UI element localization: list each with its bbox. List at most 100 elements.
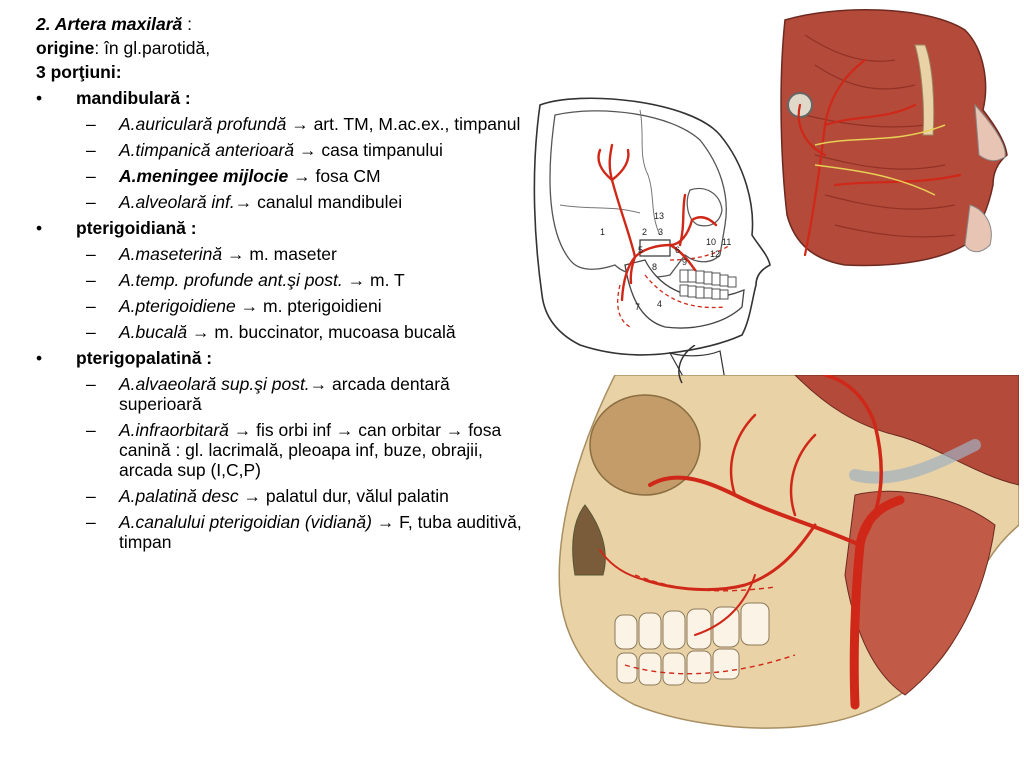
nasal-cavity	[572, 504, 606, 576]
fig-label-5: 5	[638, 245, 643, 255]
artery-network	[599, 375, 905, 710]
artery-target: fosa canină	[119, 420, 502, 460]
arrow-icon: →	[347, 270, 366, 290]
artery-target: m. T	[365, 270, 405, 290]
fig-label-10: 10	[706, 237, 716, 247]
heading-line: 2. Artera maxilară :	[36, 14, 526, 34]
artery-target: : gl. lacrimală, pleoapa inf, buze, obra…	[119, 440, 483, 480]
arrow-icon: →	[445, 420, 464, 440]
cartilage-strip	[914, 44, 935, 136]
chin-skin	[964, 204, 992, 253]
face-dissection-illustration	[780, 9, 1008, 267]
fig-label-13: 13	[654, 211, 664, 221]
text-column: 2. Artera maxilară : origine: în gl.paro…	[36, 14, 526, 552]
arrow-icon: →	[233, 420, 252, 440]
artery-target: can orbitar	[353, 420, 446, 440]
arrow-icon: →	[335, 420, 354, 440]
fig-label-12: 12	[710, 249, 720, 259]
section-pterigopalatina: • pterigopalatină :	[36, 348, 526, 368]
origin-line: origine: în gl.parotidă,	[36, 38, 526, 58]
fig-label-6: 6	[675, 245, 680, 255]
upper-teeth	[679, 269, 737, 288]
arrow-icon: →	[226, 244, 245, 264]
arrow-icon: →	[298, 140, 317, 160]
skull-diagram: 1 2 3 4 5 6 7 8 9 10 11 12 13	[533, 97, 771, 380]
arrow-icon: →	[234, 192, 253, 212]
portions-label: 3 porţiuni:	[36, 62, 122, 82]
bullet-dot: •	[36, 348, 43, 368]
fig-label-11: 11	[722, 237, 731, 247]
artery-target: art. TM, M.ac.ex., timpanul	[308, 114, 521, 134]
list-item: –A.meningee mijlocie → fosa CM	[86, 166, 381, 186]
list-item: –A.palatină desc → palatul dur, vălul pa…	[86, 486, 449, 506]
artery-name: A.alveolară inf.	[119, 192, 235, 212]
list-item: –A.auriculară profundă → art. TM, M.ac.e…	[86, 114, 521, 134]
list-item: –A.bucală → m. buccinator, mucoasa bucal…	[86, 322, 456, 342]
suture-line	[639, 109, 661, 236]
artery-tree	[597, 143, 718, 302]
artery-name: A.pterigoidiene	[119, 296, 236, 316]
list-item: –A.alveolară inf.→ canalul mandibulei	[86, 192, 403, 212]
fig-label-3: 3	[658, 227, 663, 237]
section-title: mandibulară :	[76, 88, 191, 108]
origin-label: origine	[36, 38, 95, 58]
masseter-muscle	[844, 490, 996, 696]
fig-label-1: 1	[600, 227, 605, 237]
fig-label-9: 9	[682, 257, 687, 267]
section-title: pterigoidiană :	[76, 218, 197, 238]
artery-target: palatul dur, vălul palatin	[261, 486, 449, 506]
figure-labels: 1 2 3 4 5 6 7 8 9 10 11 12 13	[600, 211, 731, 312]
artery-target: canalul mandibulei	[252, 192, 403, 212]
bullet-dot: •	[36, 88, 43, 108]
artery-target: m. pterigoidieni	[258, 296, 382, 316]
artery-target: m. buccinator, mucoasa bucală	[209, 322, 456, 342]
heading-colon: :	[182, 14, 192, 34]
list-item: –A.temp. profunde ant.şi post. → m. T	[86, 270, 405, 290]
fig-label-8: 8	[652, 262, 657, 272]
skull-outline	[549, 110, 727, 278]
artery-name: A.meningee mijlocie	[119, 166, 289, 186]
fig-label-2: 2	[642, 227, 647, 237]
fig-label-4: 4	[657, 299, 662, 309]
suture-line	[559, 204, 641, 214]
artery-target: casa timpanului	[316, 140, 443, 160]
section-mandibulara: • mandibulară :	[36, 88, 526, 108]
artery-target: arcada dentară superioară	[119, 374, 450, 414]
muscle-striations	[804, 34, 956, 238]
artery-name: A.bucală	[119, 322, 188, 342]
list-item: –A.infraorbitară → fis orbi inf → can or…	[86, 420, 502, 480]
arrow-icon: →	[376, 512, 395, 532]
arrow-icon: →	[293, 166, 311, 186]
artery-target: F, tuba auditivă, timpan	[119, 512, 522, 552]
bullet-dot: •	[36, 218, 43, 238]
orbit	[589, 394, 701, 496]
arrow-icon: →	[291, 114, 309, 134]
list-item: –A.pterigoidiene → m. pterigoidieni	[86, 296, 382, 316]
portions-line: 3 porţiuni:	[36, 62, 526, 82]
list-item: –A.canalului pterigoidian (vidiană) → F,…	[86, 512, 522, 552]
artery-name: A.palatină desc	[119, 486, 239, 506]
zygomatic-box	[639, 239, 671, 257]
fig-label-7: 7	[635, 302, 640, 312]
list-item: –A.timpanică anterioară → casa timpanulu…	[86, 140, 443, 160]
nose-skin	[974, 103, 1006, 162]
artery-name: A.alvaeolară sup.şi post.	[119, 374, 310, 394]
nerve-bundle	[849, 439, 981, 484]
artery-name: A.maseterină	[119, 244, 223, 264]
artery-target: m. maseter	[244, 244, 337, 264]
artery-name: A.infraorbitară	[119, 420, 229, 440]
artery-target: fosa CM	[310, 166, 381, 186]
artery-branches-dashed	[617, 244, 731, 328]
lower-teeth	[616, 648, 740, 686]
artery-name: A.auriculară profundă	[119, 114, 287, 134]
section-title: pterigopalatină :	[76, 348, 213, 368]
nerve-network	[814, 124, 946, 196]
arrow-icon: →	[309, 374, 328, 394]
dashed-alveolar-arteries	[624, 574, 796, 675]
section-pterigoidiana: • pterigoidiană :	[36, 218, 526, 238]
origin-value: : în gl.parotidă,	[94, 38, 211, 58]
artery-network	[797, 58, 962, 257]
connector-line	[678, 345, 696, 384]
list-item: –A.maseterină → m. maseter	[86, 244, 337, 264]
arrow-icon: →	[243, 486, 262, 506]
